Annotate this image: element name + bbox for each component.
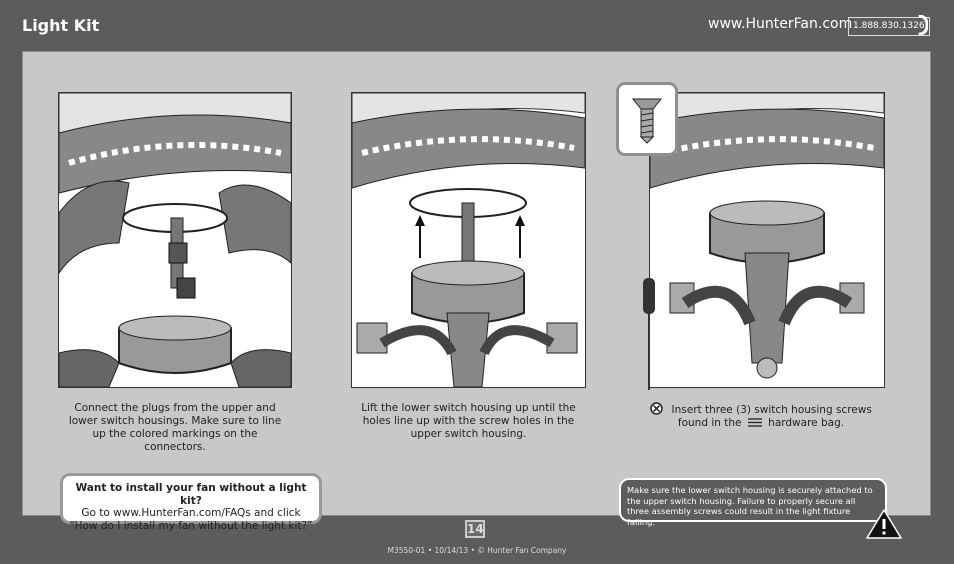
step2-illustration [351,92,586,388]
screwdriver-icon [643,278,655,390]
step2-caption: Lift the lower switch housing up until t… [361,402,576,440]
no-light-kit-info-box: Want to install your fan without a light… [60,473,322,532]
phone-icon [918,15,928,35]
step3-caption: Insert three (3) switch housing screws f… [644,402,878,430]
screw-callout [616,82,678,156]
hardware-bag-icon [747,418,762,427]
warning-triangle-icon [866,509,902,539]
page-number: 14 [465,520,485,538]
step1-caption: Connect the plugs from the upper and low… [68,402,282,453]
screw-head-icon [650,402,663,415]
footer-text: M3550-01 • 10/14/13 • © Hunter Fan Compa… [387,546,567,555]
header-title: Light Kit [22,16,100,35]
website-link[interactable]: www.HunterFan.com [708,16,853,32]
info-line2: “How do I install my fan without the lig… [69,519,313,532]
info-question: Want to install your fan without a light… [75,482,307,507]
step3-illustration [649,92,885,388]
warning-box: Make sure the lower switch housing is se… [619,478,887,527]
screw-icon [631,98,663,144]
info-line1: Go to www.HunterFan.com/FAQs and click [81,507,301,519]
phone-number: 1.888.830.1326 [848,17,930,36]
step3-caption-text-end: hardware bag. [768,417,845,429]
step3-caption-text: Insert three (3) switch housing screws f… [671,404,872,429]
step1-illustration [58,92,292,388]
